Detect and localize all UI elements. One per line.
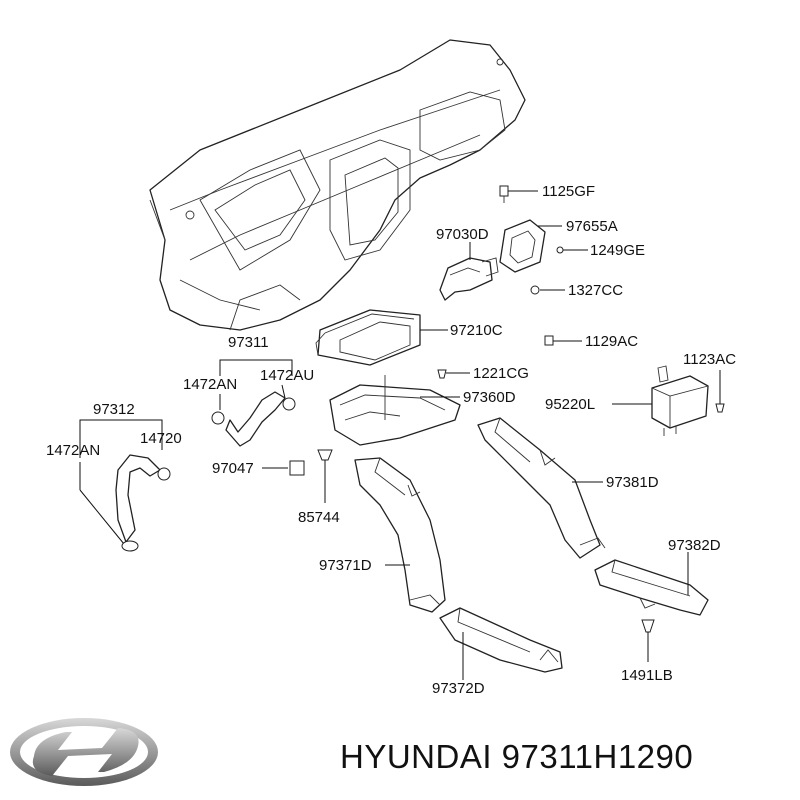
dashboard-panel — [149, 39, 526, 331]
label-14720: 14720 — [140, 430, 182, 447]
label-1472AN-left: 1472AN — [46, 442, 100, 459]
label-1249GE: 1249GE — [590, 242, 645, 259]
label-1123AC: 1123AC — [683, 351, 736, 368]
label-97372D: 97372D — [432, 680, 485, 697]
clip-85744 — [317, 449, 333, 461]
label-97655A: 97655A — [566, 218, 618, 235]
hose-97311 — [211, 391, 296, 447]
label-85744: 85744 — [298, 509, 340, 526]
label-97360D: 97360D — [463, 389, 516, 406]
actuator-97030D — [439, 257, 499, 301]
label-95220L: 95220L — [545, 396, 595, 413]
label-97312: 97312 — [93, 401, 135, 418]
seal-97047 — [289, 460, 305, 476]
screw-1129AC — [544, 335, 554, 346]
duct-97382D — [594, 559, 709, 616]
hose-97312 — [115, 454, 171, 552]
bracket-97655A — [499, 219, 546, 273]
clip-1491LB — [641, 619, 655, 633]
duct-97372D — [439, 607, 563, 673]
label-1491LB: 1491LB — [621, 667, 673, 684]
screw-1125GF — [499, 185, 509, 203]
label-97047: 97047 — [212, 460, 254, 477]
core-97360D — [329, 375, 461, 446]
label-1472AN-top: 1472AN — [183, 376, 237, 393]
part-number-caption: HYUNDAI 97311H1290 — [340, 738, 694, 775]
heater-box-97210C — [315, 309, 421, 366]
label-97371D: 97371D — [319, 557, 372, 574]
hyundai-logo-icon — [10, 718, 158, 786]
label-1221CG: 1221CG — [473, 365, 529, 382]
relay-95220L — [651, 365, 709, 436]
duct-97371D — [354, 457, 446, 613]
screw-1249GE — [556, 246, 564, 254]
exploded-parts-diagram: 1125GF 97655A 1249GE 97030D 1327CC — [46, 39, 736, 697]
label-97030D: 97030D — [436, 226, 489, 243]
label-1327CC: 1327CC — [568, 282, 623, 299]
clip-1221CG — [437, 369, 447, 379]
screw-1123AC — [715, 403, 725, 413]
screw-1327CC — [530, 285, 540, 295]
duct-97381D — [477, 417, 606, 559]
label-97311: 97311 — [228, 334, 269, 351]
label-1125GF: 1125GF — [542, 183, 595, 200]
label-1472AU: 1472AU — [260, 367, 314, 384]
label-97210C: 97210C — [450, 322, 503, 339]
label-97382D: 97382D — [668, 537, 721, 554]
label-97381D: 97381D — [606, 474, 659, 491]
label-1129AC: 1129AC — [585, 333, 638, 350]
